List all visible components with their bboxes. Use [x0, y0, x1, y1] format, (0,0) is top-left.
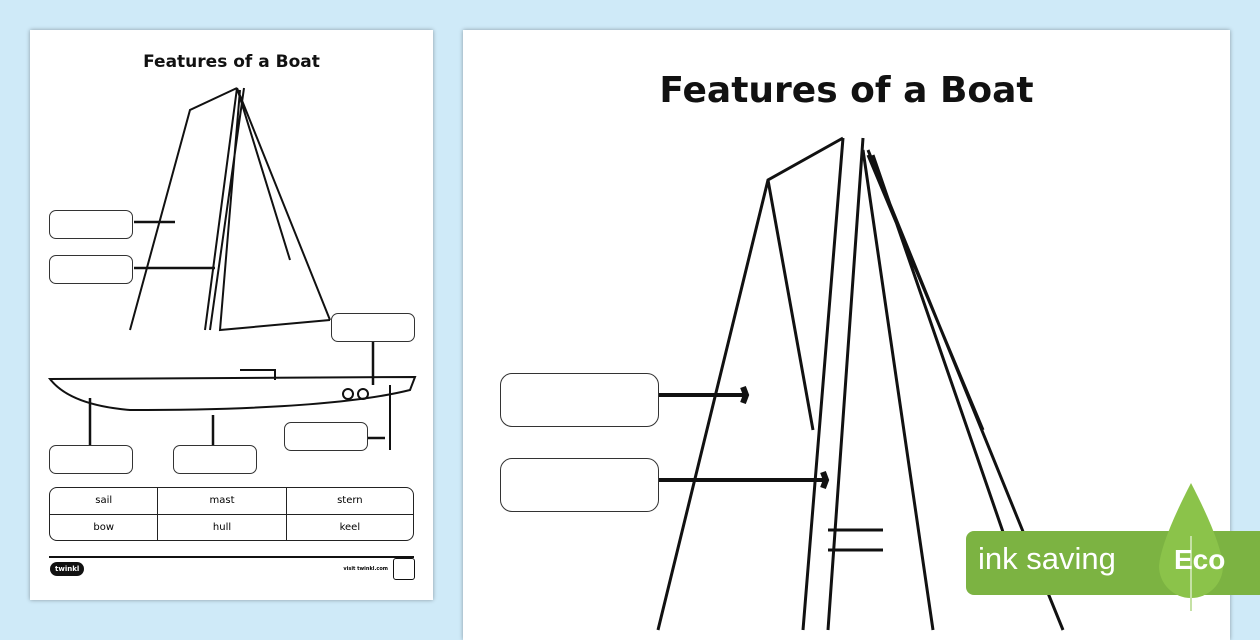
label-box[interactable]	[173, 445, 257, 474]
label-box[interactable]	[49, 445, 133, 474]
leaf-drop-icon	[1159, 483, 1223, 611]
twinkl-logo: twinkl	[50, 562, 85, 576]
word: keel	[339, 521, 361, 533]
label-box[interactable]	[500, 373, 659, 427]
footer-text: visit twinkl.com	[343, 566, 388, 572]
worksheet-title: Features of a Boat	[143, 52, 320, 72]
label-box[interactable]	[284, 422, 368, 451]
word: mast	[158, 488, 287, 515]
eco-ink-saving-badge: ink saving Eco	[966, 483, 1260, 611]
boat-illustration	[47, 87, 417, 450]
boat-illustration-zoomed	[653, 136, 1065, 631]
footer-divider	[49, 556, 414, 558]
word: bow	[50, 514, 159, 540]
word: sail	[50, 488, 159, 515]
word: hull	[158, 514, 287, 540]
eco-tag: Eco	[1174, 544, 1226, 575]
worksheet-preview-large: Features of a Boat	[463, 30, 1230, 640]
worksheet-title: Features of a Boat	[659, 70, 1034, 111]
label-box[interactable]	[331, 313, 415, 342]
word: stern	[286, 488, 413, 515]
label-box[interactable]	[49, 255, 133, 284]
badge-icon	[393, 558, 415, 580]
eco-label: ink saving	[978, 541, 1116, 576]
label-box[interactable]	[500, 458, 659, 512]
label-box[interactable]	[49, 210, 133, 239]
